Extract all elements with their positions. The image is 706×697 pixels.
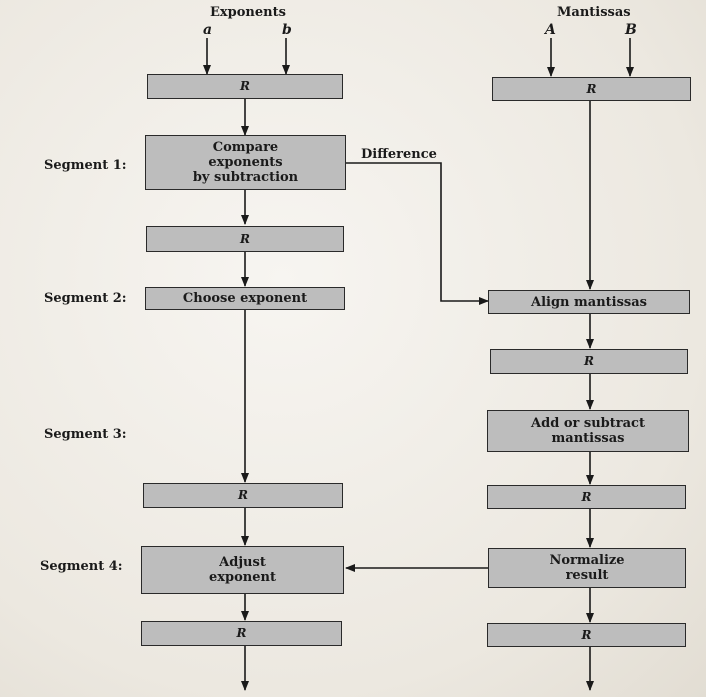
- compare-line-2: exponents: [208, 155, 283, 170]
- compare-line-3: by subtraction: [192, 170, 299, 185]
- addsub-line-2: mantissas: [551, 431, 625, 446]
- mantissas-header: Mantissas: [557, 5, 631, 20]
- align-mantissas-block: Align mantissas: [488, 290, 690, 314]
- segment-2-label: Segment 2:: [44, 291, 127, 306]
- register-label: R: [236, 626, 247, 640]
- arrow-difference: [346, 162, 489, 305]
- input-b: b: [282, 22, 292, 38]
- normalize-line-1: Normalize: [549, 553, 625, 568]
- adjust-line-1: Adjust: [219, 555, 266, 570]
- input-B: B: [625, 22, 637, 38]
- addsub-line-1: Add or subtract: [531, 416, 645, 431]
- register-man-4: R: [487, 623, 686, 647]
- register-label: R: [581, 489, 592, 504]
- register-label: R: [584, 354, 594, 368]
- register-man-2: R: [490, 349, 688, 374]
- add-subtract-block: Add or subtract mantissas: [487, 410, 689, 452]
- exponents-header: Exponents: [210, 5, 286, 20]
- register-exp-3: R: [143, 483, 343, 508]
- register-label: R: [240, 79, 250, 93]
- align-mantissas-label: Align mantissas: [531, 294, 647, 310]
- register-exp-1: R: [147, 74, 343, 99]
- register-label: R: [586, 81, 597, 96]
- register-man-1: R: [492, 77, 691, 101]
- input-A: A: [545, 22, 556, 38]
- normalize-line-2: result: [565, 568, 609, 583]
- adjust-line-2: exponent: [209, 570, 276, 585]
- register-exp-2: R: [146, 226, 344, 252]
- compare-line-1: Compare: [212, 140, 279, 155]
- adjust-exponent-block: Adjust exponent: [141, 546, 344, 594]
- segment-1-label: Segment 1:: [44, 158, 127, 173]
- choose-exponent-block: Choose exponent: [145, 287, 345, 310]
- segment-3-label: Segment 3:: [44, 427, 127, 442]
- difference-label: Difference: [361, 147, 437, 162]
- register-exp-4: R: [141, 621, 342, 646]
- register-label: R: [238, 488, 248, 502]
- register-man-3: R: [487, 485, 686, 509]
- normalize-result-block: Normalize result: [488, 548, 686, 588]
- register-label: R: [581, 627, 592, 642]
- choose-exponent-label: Choose exponent: [182, 291, 308, 306]
- segment-4-label: Segment 4:: [40, 559, 123, 574]
- register-label: R: [240, 231, 250, 246]
- input-a: a: [203, 22, 213, 38]
- compare-exponents-block: Compare exponents by subtraction: [145, 135, 346, 190]
